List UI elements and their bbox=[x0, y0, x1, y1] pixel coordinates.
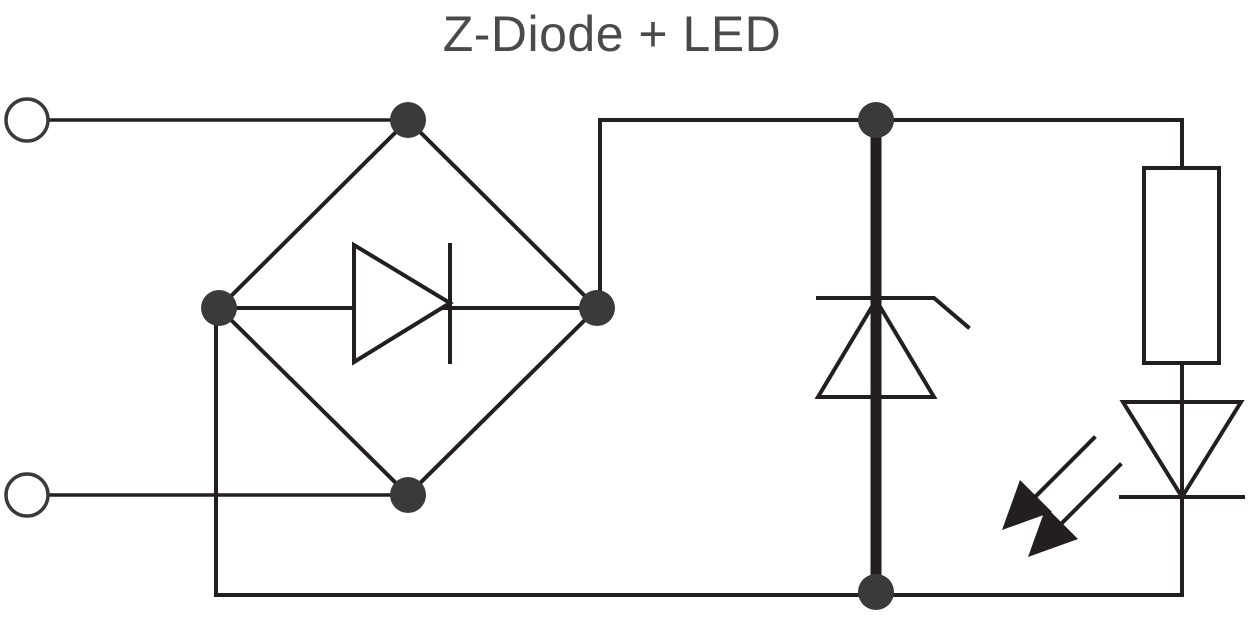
zener-bar bbox=[816, 296, 971, 330]
junction-dot bbox=[201, 290, 237, 326]
open-circle-terminal-icon bbox=[4, 97, 50, 143]
led bbox=[1002, 400, 1245, 557]
resistor bbox=[1142, 166, 1221, 404]
junction-dot bbox=[858, 574, 894, 610]
open-circle-terminal-icon bbox=[4, 472, 50, 518]
resistor-rectangle-icon bbox=[1142, 166, 1221, 365]
junction-dot bbox=[390, 477, 426, 513]
junctions bbox=[201, 102, 894, 610]
light-emission-arrows-icon bbox=[1002, 435, 1123, 557]
junction-dot bbox=[579, 290, 615, 326]
bridge-rectifier bbox=[216, 117, 600, 498]
input-terminal-top[interactable] bbox=[4, 97, 408, 143]
diagram-title: Z-Diode + LED bbox=[442, 6, 782, 62]
input-terminal-bottom[interactable] bbox=[4, 472, 408, 518]
junction-dot bbox=[858, 102, 894, 138]
zener-diode bbox=[814, 120, 971, 595]
positive-rail bbox=[595, 118, 1184, 310]
junction-dot bbox=[390, 102, 426, 138]
diode-symbol-icon bbox=[352, 241, 454, 366]
